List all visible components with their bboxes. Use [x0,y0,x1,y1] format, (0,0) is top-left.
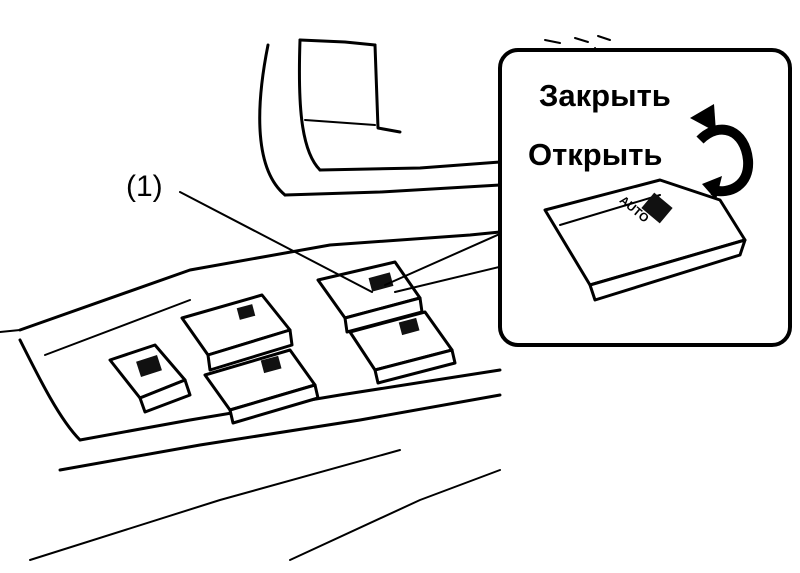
window-switch-passenger [348,310,457,385]
close-label: Закрыть [539,78,671,113]
window-switch-rear-left [180,293,294,372]
callout-leader-line [179,191,373,293]
callout-number: (1) [126,170,163,203]
armrest-console [0,230,502,561]
inset-panel: Закрыть Открыть AUTO [498,48,792,347]
auto-window-switch-closeup: AUTO [543,178,747,302]
open-label: Открыть [528,137,662,172]
lock-switch [108,343,192,414]
up-down-arrow-icon [690,104,754,200]
window-switch-rear-right [203,348,320,425]
inset-pointer-top [384,224,521,286]
